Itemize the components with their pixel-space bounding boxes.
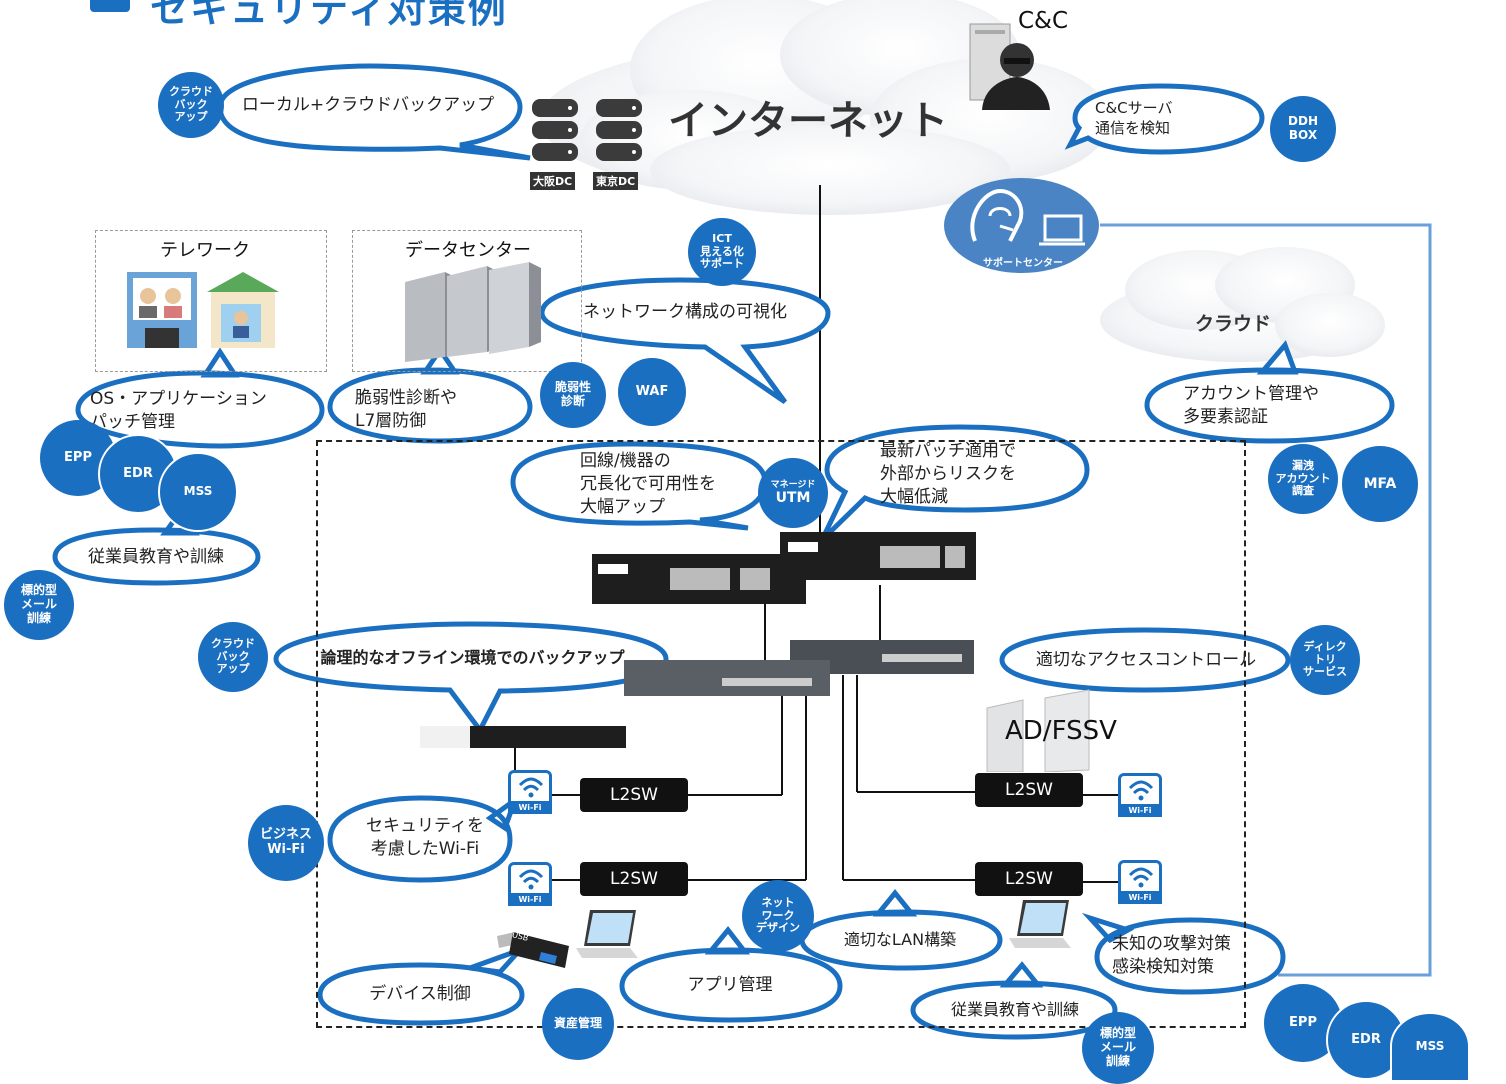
dc-osaka-label: 大阪DC — [530, 172, 576, 190]
badge-cloud-backup-mid: クラウド バック アップ — [198, 622, 268, 692]
wifi-tag: Wi-Fi — [1118, 804, 1162, 817]
l2sw-box: L2SW — [580, 862, 688, 896]
datacenter-area — [352, 230, 582, 372]
badge-ict-support: ICT 見える化 サポート — [688, 218, 756, 286]
ad-fssv-servers — [986, 689, 1090, 772]
internet-cloud — [540, 0, 1110, 215]
bubble-lan-build: 適切なLAN構築 — [843, 930, 957, 949]
telework-icon — [127, 272, 279, 348]
badge-asset-mgmt: 資産管理 — [542, 988, 614, 1060]
laptop-icon — [1009, 900, 1071, 948]
badge-waf: WAF — [618, 358, 686, 426]
ad-fssv-label: AD/FSSV — [1005, 716, 1117, 746]
wifi-icon: Wi-Fi — [1118, 773, 1162, 817]
speech-bubbles — [52, 63, 1395, 1040]
cnc-label: C&C — [1018, 8, 1069, 34]
internet-label: インターネット — [668, 98, 948, 144]
bubble-network-visualize: ネットワーク構成の可視化 — [583, 302, 787, 322]
badge-network-design: ネット ワーク デザイン — [742, 880, 814, 952]
bubble-vuln-l7: 脆弱性診断や L7層防御 — [355, 388, 457, 431]
l2sw-box: L2SW — [975, 862, 1083, 896]
support-center-label: サポートセンター — [983, 258, 1063, 269]
badge-managed-utm-main: UTM — [775, 490, 811, 507]
cloud-right — [1100, 247, 1385, 362]
server-stack-icon — [532, 99, 642, 161]
telework-label: テレワーク — [160, 240, 250, 261]
telework-area — [95, 230, 327, 372]
server-tower-icon — [405, 262, 541, 362]
bubble-unknown-attack: 未知の攻撃対策 感染検知対策 — [1112, 934, 1231, 977]
headset-icon — [970, 188, 1085, 246]
badge-vuln-diag: 脆弱性 診断 — [540, 362, 606, 428]
bubble-access-control: 適切なアクセスコントロール — [1035, 650, 1257, 670]
badge-business-wifi: ビジネス Wi-Fi — [248, 805, 324, 881]
badge-managed-utm-sub: マネージド — [770, 479, 816, 490]
wifi-tag: Wi-Fi — [508, 801, 552, 814]
office-network-area — [316, 440, 1246, 1028]
bubble-latest-patch: 最新パッチ適用で 外部からリスクを 大幅低減 — [880, 441, 1016, 507]
bubble-secure-wifi: セキュリティを 考慮したWi-Fi — [366, 816, 484, 859]
datacenter-label: データセンター — [405, 240, 531, 261]
badge-phishing-bottom: 標的型 メール 訓練 — [1082, 1012, 1154, 1084]
bubble-offline-backup: 論理的なオフライン環境でのバックアップ — [320, 648, 625, 667]
dc-tokyo-label: 東京DC — [593, 172, 639, 190]
bubble-cnc-detect: C&Cサーバ 通信を検知 — [1095, 99, 1173, 138]
l2sw-box: L2SW — [580, 778, 688, 812]
bubble-staff-training-left: 従業員教育や訓練 — [88, 547, 224, 567]
wifi-icon: Wi-Fi — [508, 770, 552, 814]
wifi-icon: Wi-Fi — [1118, 860, 1162, 904]
bubble-device-control: デバイス制御 — [369, 984, 471, 1004]
wifi-tag: Wi-Fi — [1118, 891, 1162, 904]
bubble-account-mfa: アカウント管理や 多要素認証 — [1183, 384, 1319, 427]
page-title: セキュリティ対策例 — [150, 0, 508, 31]
support-center — [944, 178, 1099, 273]
laptop-icon — [576, 910, 638, 958]
bubble-redundancy: 回線/機器の 冗長化で可用性を 大幅アップ — [580, 451, 716, 517]
core-switches — [624, 640, 974, 696]
bubble-staff-training-bottom: 従業員教育や訓練 — [950, 1000, 1079, 1019]
badge-directory-service: ディレク トリ サービス — [1290, 625, 1360, 695]
title-marker — [90, 0, 130, 12]
bubble-app-mgmt: アプリ管理 — [687, 975, 773, 995]
badge-phishing-left: 標的型 メール 訓練 — [4, 570, 74, 640]
hacker-icon — [969, 23, 1050, 110]
bubble-cloud-backup: ローカル+クラウドバックアップ — [241, 95, 495, 115]
badge-leak-account: 漏洩 アカウント 調査 — [1268, 444, 1338, 514]
l2sw-box: L2SW — [975, 773, 1083, 807]
wifi-tag: Wi-Fi — [508, 893, 552, 906]
badge-mss-right: MSS — [1390, 1012, 1470, 1080]
cloud-label: クラウド — [1195, 313, 1272, 335]
usb-icon — [497, 932, 569, 968]
utm-appliances — [592, 532, 976, 604]
badge-ddh-box: DDH BOX — [1270, 96, 1336, 162]
wifi-icon: Wi-Fi — [508, 862, 552, 906]
badge-mfa: MFA — [1340, 444, 1420, 524]
badge-cloud-backup: クラウド バック アップ — [158, 72, 224, 138]
bubble-os-patch: OS・アプリケーション パッチ管理 — [90, 389, 267, 432]
badge-managed-utm: マネージド UTM — [758, 458, 828, 528]
badge-mss-left: MSS — [158, 452, 238, 532]
backup-appliance — [420, 726, 626, 748]
